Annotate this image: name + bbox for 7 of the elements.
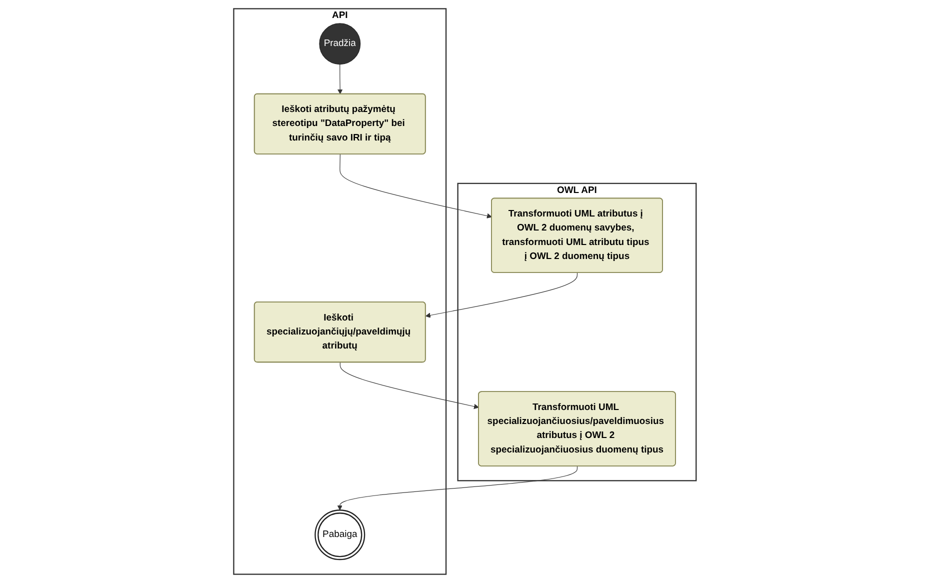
arrow bbox=[426, 272, 578, 318]
arrow bbox=[340, 362, 480, 410]
node-circle: Pabaiga bbox=[314, 510, 366, 560]
arrow bbox=[337, 466, 578, 510]
node-circle: Pradžia bbox=[319, 23, 361, 65]
arrow bbox=[340, 154, 492, 218]
arrow bbox=[338, 64, 343, 94]
